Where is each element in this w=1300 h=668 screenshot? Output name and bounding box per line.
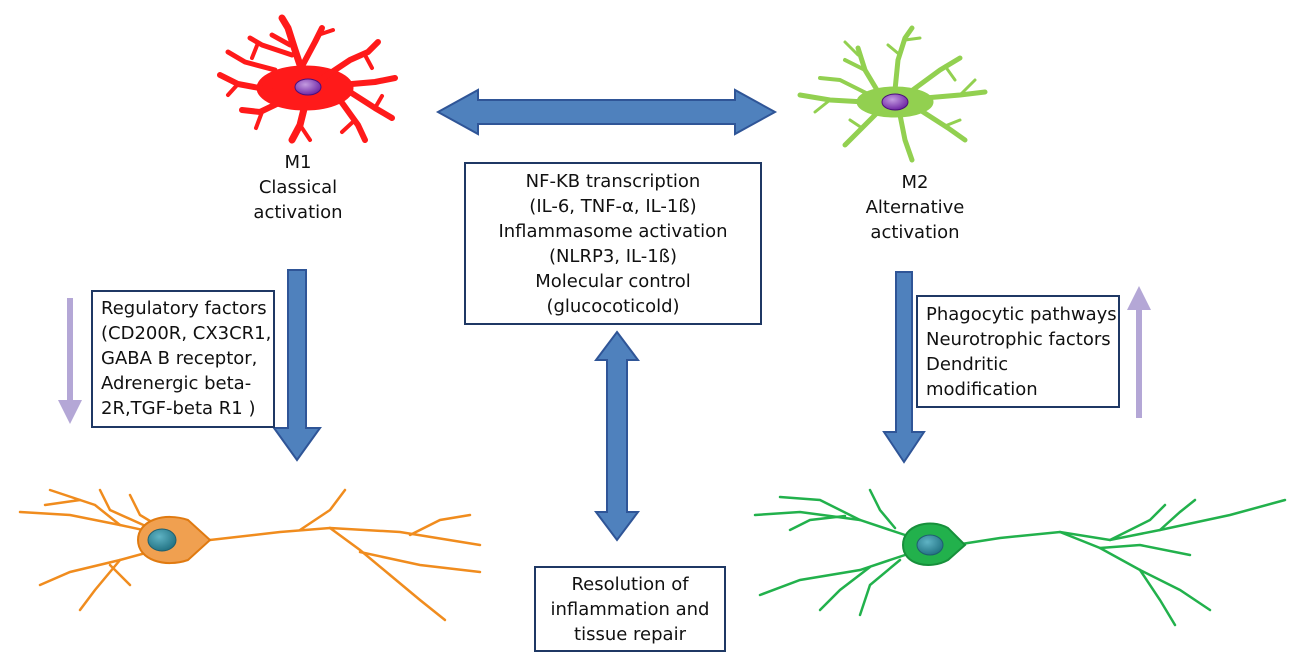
center-box-line: (glucocoticold) [546,296,680,317]
phagocytic-box-line: Neurotrophic factors [926,329,1111,350]
resolution-box-line: Resolution of [571,574,689,595]
m2-label: M2 Alternative activation [845,170,985,245]
m2-neuron [753,488,1287,627]
m1-microglia-cell [217,14,398,144]
phagocytic-box-line: Phagocytic pathways [926,304,1117,325]
regulatory-box-line: Adrenergic beta- [101,373,252,394]
phagocytic-box-line: Dendritic [926,354,1009,375]
m2-neuron-soma [901,522,967,566]
left-decrease-arrow [58,298,82,424]
regulatory-box-line: Regulatory factors [101,298,267,319]
m1-nucleus-icon [294,78,322,96]
m1-label: M1 Classical activation [228,150,368,225]
center-double-arrow [594,330,640,542]
m2-nucleus-icon [881,93,909,111]
resolution-box-line: inflammation and [550,599,710,620]
m1-line1: Classical [258,177,338,198]
resolution-box-line: tissue repair [574,624,686,645]
m2-down-arrow [882,271,926,464]
center-box-line: (IL-6, TNF-α, IL-1ß) [529,196,697,217]
m1-neuron [18,488,482,622]
m2-line1: Alternative [865,197,965,218]
m1-down-arrow [272,269,322,462]
m1-line2: activation [253,202,343,223]
regulatory-box-line: (CD200R, CX3CR1, [101,323,272,344]
center-box-line: Inflammasome activation [498,221,728,242]
center-box-line: Molecular control [535,271,691,292]
center-box-line: (NLRP3, IL-1ß) [548,246,678,267]
m2-line2: activation [870,222,960,243]
center-mechanism-box: NF-KB transcription (IL-6, TNF-α, IL-1ß)… [464,162,762,325]
phagocytic-box: Phagocytic pathways Neurotrophic factors… [916,295,1120,408]
m1-neuron-nucleus-icon [147,528,177,552]
m2-neuron-nucleus-icon [916,534,944,556]
center-box-line: NF-KB transcription [525,171,701,192]
regulatory-box-line: 2R,TGF-beta R1 ) [101,398,256,419]
phagocytic-box-line: modification [926,379,1038,400]
regulatory-box-line: GABA B receptor, [101,348,258,369]
m1-neuron-soma [136,515,212,565]
m1-title: M1 [284,152,312,173]
right-increase-arrow [1127,286,1151,418]
resolution-box: Resolution of inflammation and tissue re… [534,566,726,652]
m1-m2-double-arrow [435,88,778,136]
regulatory-factors-box: Regulatory factors (CD200R, CX3CR1, GABA… [91,290,275,428]
m2-title: M2 [901,172,929,193]
